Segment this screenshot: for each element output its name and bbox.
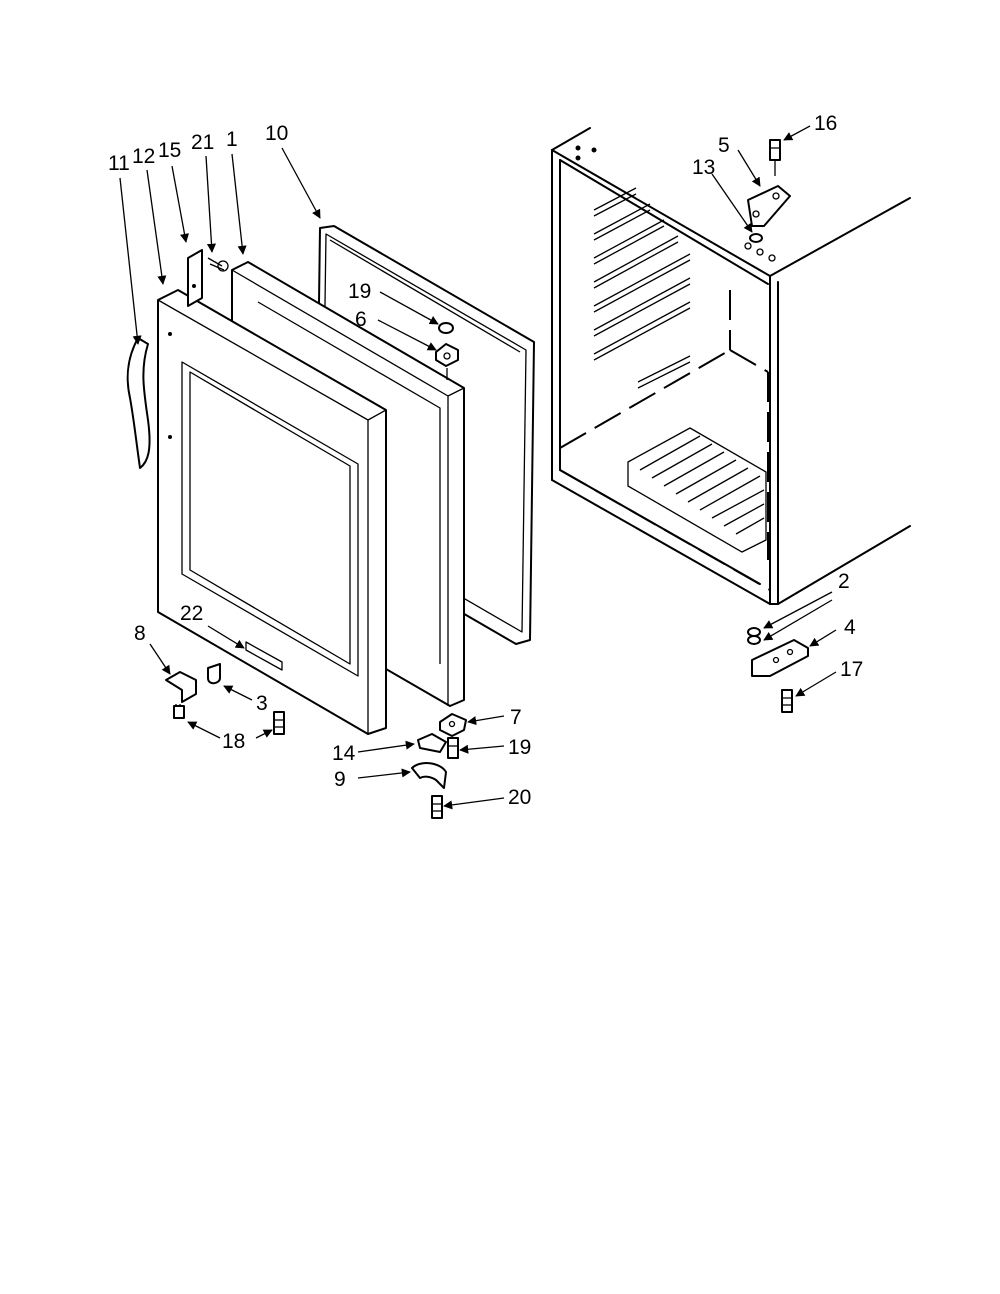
callout-5: 5: [718, 134, 730, 157]
callout-17: 17: [840, 658, 863, 681]
callout-22: 22: [180, 602, 203, 625]
door-stop-bracket: [165, 671, 197, 719]
callout-21: 21: [191, 131, 214, 154]
door-handle: [126, 337, 151, 469]
callout-18: 18: [222, 730, 245, 753]
callout-4: 4: [844, 616, 856, 639]
hinge-bolt: [769, 139, 781, 176]
cabinet-top-hinge: [747, 185, 791, 227]
plug-cap: [207, 663, 221, 685]
callout-6: 6: [355, 308, 367, 331]
trim-strip: [187, 249, 203, 307]
screw: [273, 711, 285, 735]
hinge-cover: [411, 762, 447, 789]
callout-9: 9: [334, 768, 346, 791]
callout-labels: 11 12 15 21 1 10 19 6 22 8 3 18 7 14 19 …: [108, 112, 863, 809]
callout-8: 8: [134, 622, 146, 645]
callout-14: 14: [332, 742, 356, 765]
hinge-washer: [749, 233, 763, 243]
callout-2: 2: [838, 570, 850, 593]
callout-20: 20: [508, 786, 531, 809]
outer-door-frame: [157, 289, 387, 735]
screw: [431, 795, 443, 819]
callout-10: 10: [265, 122, 288, 145]
callout-19-top: 19: [348, 280, 371, 303]
bottom-hinge-bracket: [439, 713, 467, 737]
callout-7: 7: [510, 706, 522, 729]
callout-16: 16: [814, 112, 837, 135]
callout-19-bottom: 19: [508, 736, 531, 759]
cabinet: [551, 127, 911, 605]
callout-13: 13: [692, 156, 715, 179]
callout-15: 15: [158, 139, 181, 162]
hinge-washer-top: [438, 322, 454, 334]
leader-arrows: [119, 125, 837, 810]
hinge-spacer: [417, 733, 447, 753]
cabinet-bottom-hinge: [751, 639, 809, 677]
screw: [781, 689, 793, 713]
callout-3: 3: [256, 692, 268, 715]
callout-12: 12: [132, 145, 155, 168]
hinge-washers: [747, 627, 761, 645]
callout-11: 11: [108, 152, 130, 175]
hinge-washer-bottom: [447, 737, 459, 759]
screw: [207, 257, 229, 272]
top-hinge-bracket: [435, 343, 459, 380]
callout-1: 1: [226, 128, 238, 151]
